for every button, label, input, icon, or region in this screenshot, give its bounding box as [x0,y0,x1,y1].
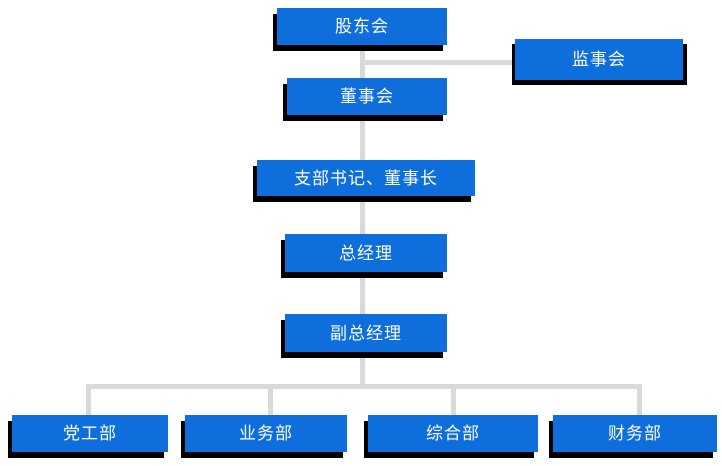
connector-drop-dept-finance [637,384,642,418]
org-node-general-manager-label: 总经理 [339,243,393,263]
org-node-supervisory-board: 监事会 [515,39,683,80]
org-node-branch-secretary-chairman-label: 支部书记、董事长 [294,168,438,188]
org-node-shareholders-label: 股东会 [335,17,389,36]
org-node-dept-finance-label: 财务部 [608,424,662,443]
org-node-dept-party-work-label: 党工部 [63,424,117,443]
connector-distributor-bar [86,384,642,389]
org-node-deputy-general-manager-label: 副总经理 [330,323,402,343]
connector-drop-dept-party-work [86,384,91,418]
connector-board-to-secretary [360,112,365,164]
org-node-dept-party-work: 党工部 [12,415,168,452]
org-node-general-manager: 总经理 [285,234,447,272]
org-node-deputy-general-manager: 副总经理 [285,314,447,352]
connector-deputy-to-distributor [360,350,365,388]
org-node-shareholders: 股东会 [277,8,447,45]
org-node-board-of-directors-label: 董事会 [340,87,394,106]
connector-drop-dept-general [451,384,456,418]
connector-branch-to-supervisory [360,60,517,65]
org-node-branch-secretary-chairman: 支部书记、董事长 [257,160,475,196]
org-node-dept-general-label: 综合部 [426,424,480,443]
org-node-supervisory-board-label: 监事会 [572,50,626,69]
org-node-dept-finance: 财务部 [553,415,717,452]
org-node-dept-business: 业务部 [185,415,347,452]
connector-gm-to-deputy [360,269,365,318]
connector-secretary-to-gm [360,193,365,238]
org-node-dept-business-label: 业务部 [239,424,293,443]
org-node-board-of-directors: 董事会 [287,78,447,115]
org-node-dept-general: 综合部 [368,415,538,452]
connector-drop-dept-business [268,384,273,418]
